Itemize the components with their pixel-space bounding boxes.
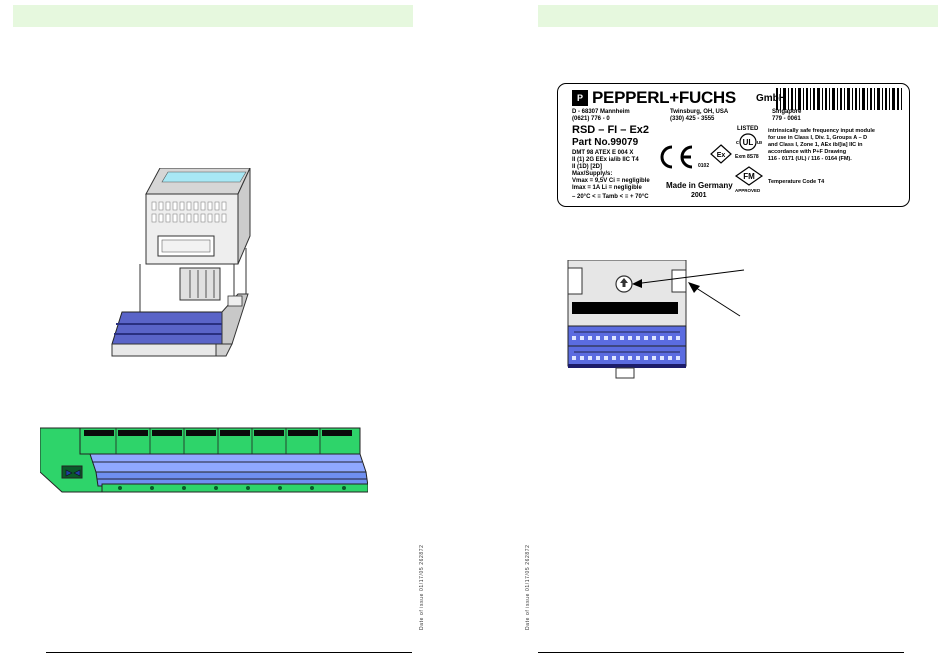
label-description: intrinsically safe frequency input modul… <box>768 128 875 162</box>
svg-text:UL: UL <box>743 138 754 147</box>
made-in: Made in Germany <box>666 181 733 190</box>
model-number: RSD – FI – Ex2 <box>572 124 650 136</box>
temperature-code: Temperature Code T4 <box>768 179 825 185</box>
ce-notified-body: 0102 <box>698 163 710 169</box>
ul-subtext: Exm 8S78 <box>735 154 759 160</box>
brand-gmbh: GmbH <box>756 93 786 104</box>
pf-logo-icon: P <box>572 90 588 106</box>
left-footer-rule <box>46 652 412 653</box>
brand-name: PEPPERL+FUCHS <box>592 88 736 107</box>
green-rack-diagram <box>40 427 368 493</box>
svg-text:c: c <box>736 140 739 146</box>
address-germany: D - 68307 Mannheim(0621) 776 - 0 <box>572 109 630 122</box>
ex-mark-icon: Ex <box>710 144 732 164</box>
ul-mark-icon: UL c us <box>736 133 762 151</box>
address-usa: Twinsburg, OH, USA(330) 425 - 3555 <box>670 109 729 122</box>
barcode <box>776 88 902 110</box>
module-vent-grid <box>151 201 227 223</box>
ambient-temperature: – 20°C < ≡ Tamb < ≡ + 70°C <box>572 194 649 200</box>
right-header-band <box>538 5 938 27</box>
module-mounting-diagram <box>111 168 251 357</box>
svg-text:us: us <box>757 140 762 146</box>
fm-subtext: APPROVED <box>735 188 761 193</box>
supply-lines: Max/Supply/s:Vmax = 9,5V Ci = negligible… <box>572 171 650 191</box>
fm-approved-icon: FM <box>734 166 764 186</box>
year: 2001 <box>691 192 707 199</box>
svg-text:Ex: Ex <box>717 152 726 159</box>
right-issue-text: Date of issue 01/17/05 262872 <box>525 544 531 630</box>
listed-label: LISTED <box>737 126 759 132</box>
part-number: Part No.99079 <box>572 137 639 148</box>
product-label: P PEPPERL+FUCHS GmbH D - 68307 Mannheim(… <box>557 83 910 207</box>
left-header-band <box>13 5 413 27</box>
svg-text:FM: FM <box>743 172 755 181</box>
ce-mark-icon <box>660 145 693 169</box>
module-front-diagram <box>567 260 745 379</box>
left-issue-text: Date of issue 01/17/05 262872 <box>419 544 425 630</box>
right-footer-rule <box>538 652 904 653</box>
